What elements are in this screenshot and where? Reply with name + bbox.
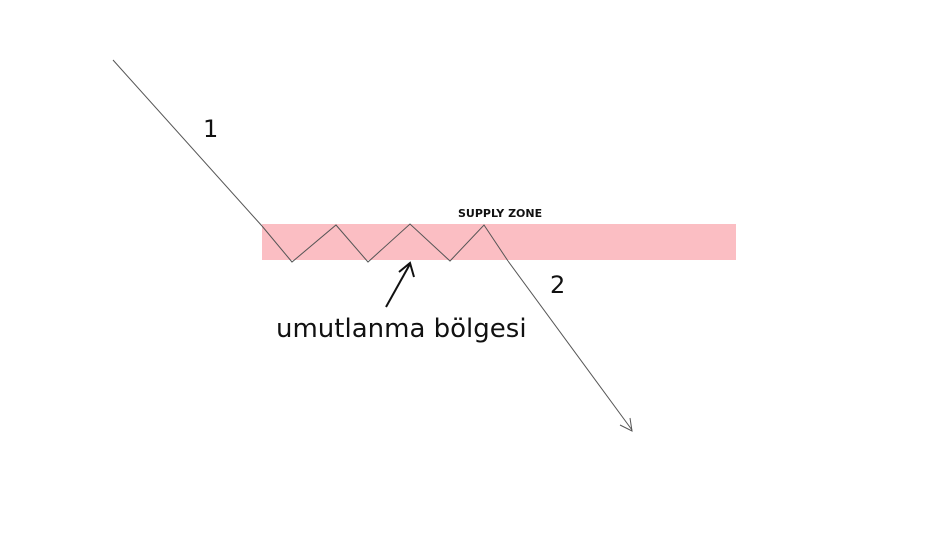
annotation-arrow-head bbox=[398, 261, 415, 278]
leg-one-label: 1 bbox=[203, 115, 218, 143]
hope-zone-annotation: umutlanma bölgesi bbox=[276, 314, 527, 344]
downtrend-leg-one bbox=[112, 59, 263, 227]
leg-two-label: 2 bbox=[550, 271, 565, 299]
downtrend-leg-two bbox=[507, 260, 633, 431]
supply-zone-label: SUPPLY ZONE bbox=[458, 207, 542, 220]
annotation-arrow-shaft bbox=[385, 263, 411, 308]
leg-two-arrowhead bbox=[619, 417, 633, 432]
supply-zone-band bbox=[262, 224, 736, 260]
consolidation-zigzag bbox=[261, 223, 509, 263]
